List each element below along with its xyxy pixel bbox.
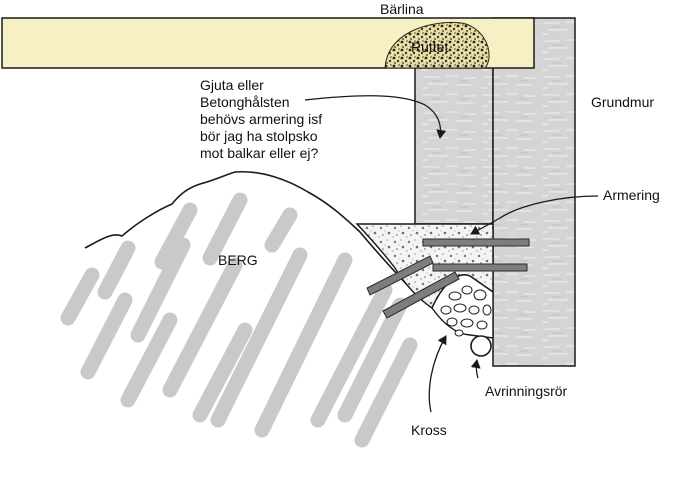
question-text: Gjuta eller Betonghålsten behövs armerin… [200, 77, 322, 161]
rock-mass [60, 170, 418, 448]
label-barlina: Bärlina [380, 1, 424, 17]
question-line: mot balkar eller ej? [200, 145, 318, 161]
label-avrinningsror: Avrinningsrör [485, 383, 568, 399]
label-berg: BERG [218, 252, 258, 268]
rebar-diagonal-upper [366, 255, 434, 296]
question-line: behövs armering isf [200, 111, 322, 127]
question-line: Betonghålsten [200, 94, 290, 110]
question-arrow [304, 95, 447, 139]
kross-arrow [428, 335, 447, 413]
crushed-stone [431, 274, 494, 339]
label-armering: Armering [603, 187, 660, 203]
question-line: Gjuta eller [200, 77, 264, 93]
leader-lines [304, 95, 599, 413]
rebar-horizontal-bottom [432, 263, 528, 272]
wall-column [414, 61, 494, 225]
foundation-wall [492, 17, 576, 367]
avrinningsror-arrow [470, 359, 481, 379]
rebars [366, 238, 530, 319]
drain-pipe [470, 335, 492, 357]
label-kross: Kross [411, 422, 447, 438]
rot-patch [384, 21, 490, 69]
armering-arrow [470, 195, 599, 235]
label-grundmur: Grundmur [591, 94, 654, 110]
label-ruttet: Ruttet [411, 39, 448, 55]
question-line: bör jag ha stolpsko [200, 128, 318, 144]
rebar-horizontal-top [422, 238, 530, 247]
rebar-diagonal-lower [382, 271, 460, 319]
rock-outline [84, 170, 411, 289]
